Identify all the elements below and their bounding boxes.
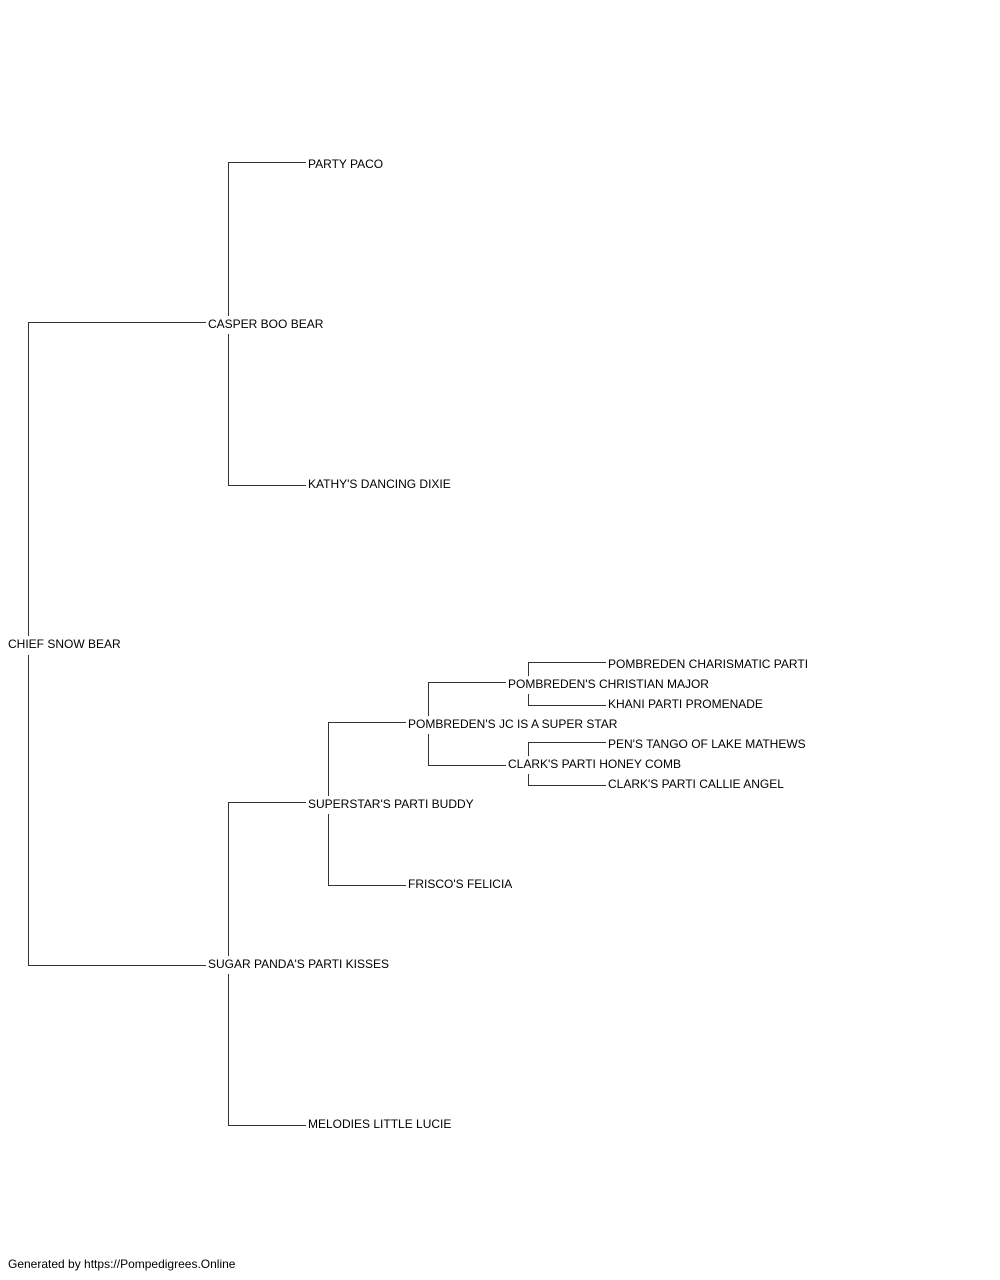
maternal-grandsire-name: SUPERSTAR'S PARTI BUDDY — [308, 797, 474, 811]
gen5-name-2: KHANI PARTI PROMENADE — [608, 697, 763, 711]
connector-honeycomb-dam — [528, 774, 606, 786]
connector-honeycomb-sire — [528, 742, 606, 756]
connector-superstar-sire — [328, 722, 406, 796]
sire-name: CASPER BOO BEAR — [208, 317, 324, 331]
gen5-name-3: PEN'S TANGO OF LAKE MATHEWS — [608, 737, 806, 751]
gen5-name-4: CLARK'S PARTI CALLIE ANGEL — [608, 777, 784, 791]
connector-jc-dam — [428, 734, 506, 766]
gen5-name-1: POMBREDEN CHARISMATIC PARTI — [608, 657, 809, 671]
generated-by-footer: Generated by https://Pompedigrees.Online — [8, 1257, 236, 1271]
connector-major-dam — [528, 694, 606, 706]
gen3-dam-name: FRISCO'S FELICIA — [408, 877, 513, 891]
connector-casper-sire — [228, 162, 306, 316]
gen4-sire-name: POMBREDEN'S CHRISTIAN MAJOR — [508, 677, 709, 691]
connector-subject-dam — [28, 655, 206, 966]
connector-casper-dam — [228, 334, 306, 486]
connector-sugar-sire — [228, 802, 306, 956]
connector-superstar-dam — [328, 814, 406, 886]
connector-sugar-dam — [228, 974, 306, 1126]
subject-name: CHIEF SNOW BEAR — [8, 637, 121, 651]
connector-subject-sire — [28, 322, 206, 636]
gen4-dam-name: CLARK'S PARTI HONEY COMB — [508, 757, 681, 771]
connector-major-sire — [528, 662, 606, 676]
dam-name: SUGAR PANDA'S PARTI KISSES — [208, 957, 390, 971]
maternal-granddam-name: MELODIES LITTLE LUCIE — [308, 1117, 452, 1131]
paternal-grandsire-name: PARTY PACO — [308, 157, 384, 171]
connector-jc-sire — [428, 682, 506, 716]
paternal-granddam-name: KATHY'S DANCING DIXIE — [308, 477, 451, 491]
gen3-sire-name: POMBREDEN'S JC IS A SUPER STAR — [408, 717, 618, 731]
